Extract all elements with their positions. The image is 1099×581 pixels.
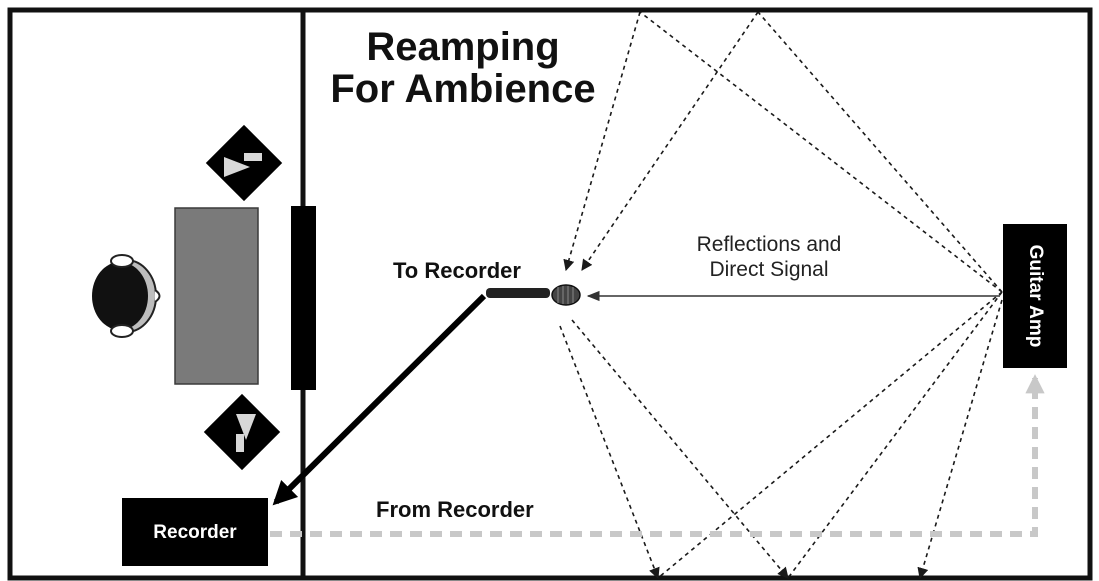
from-recorder-label: From Recorder: [376, 497, 534, 522]
mixing-desk: [174, 207, 259, 385]
mic-cable: [272, 293, 487, 506]
to-recorder-label: To Recorder: [393, 258, 521, 283]
diagram-title-line1: Reamping: [366, 25, 559, 69]
recorder: Recorder: [122, 498, 268, 566]
control-room-window: [291, 206, 316, 390]
recorder-label: Recorder: [153, 522, 237, 543]
microphone: [486, 284, 581, 306]
reflections-label-line2: Direct Signal: [709, 258, 828, 281]
diagram-title-line2: For Ambience: [330, 67, 595, 111]
guitar-amp: Guitar Amp: [1003, 224, 1067, 368]
return-cable: [270, 374, 1045, 537]
listener-head: [92, 254, 161, 338]
guitar-amp-label: Guitar Amp: [1025, 245, 1046, 348]
reflections-label-line1: Reflections and: [697, 233, 842, 256]
